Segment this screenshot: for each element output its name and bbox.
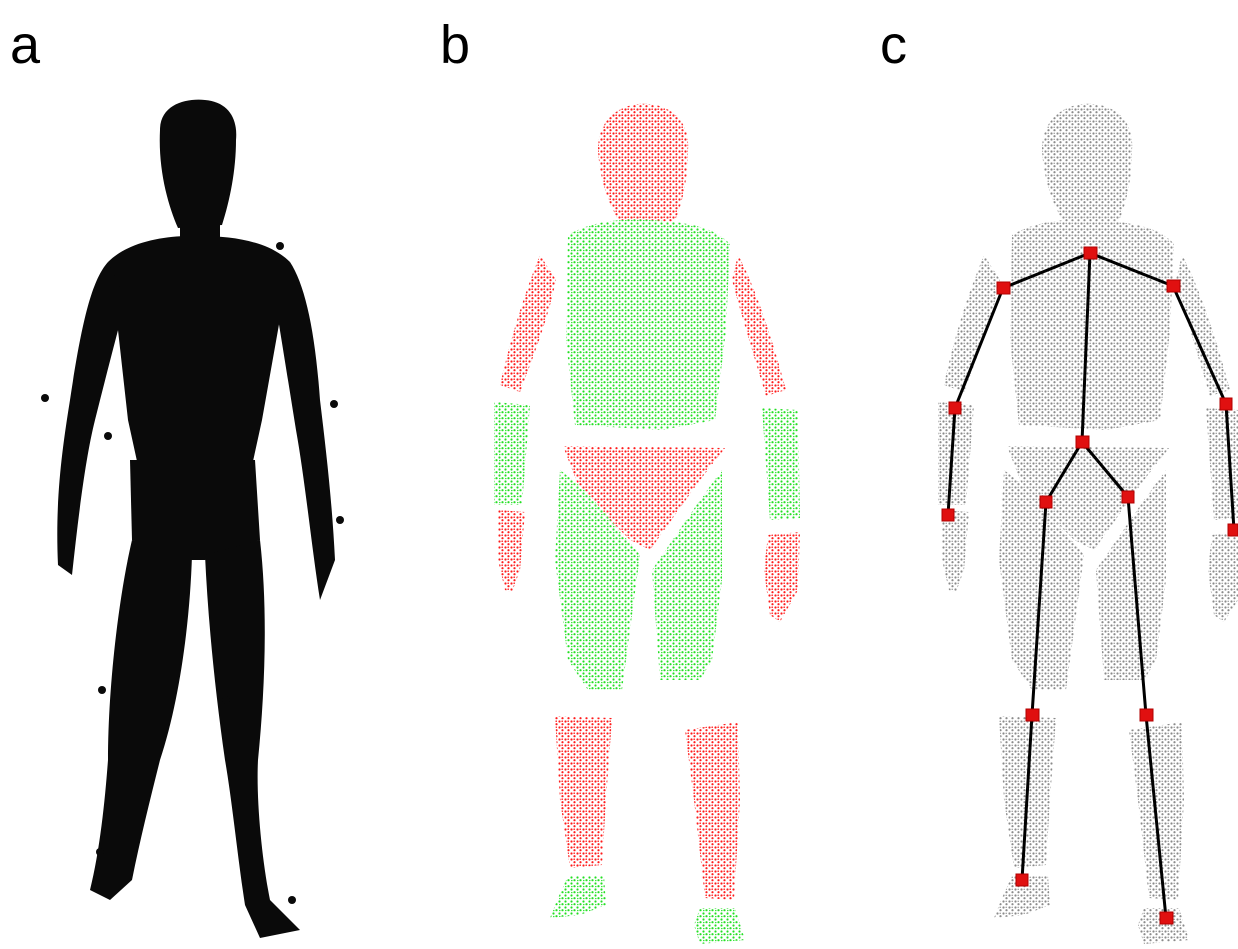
segment-right-foot — [694, 908, 745, 944]
grey-left-hand — [942, 510, 969, 592]
joint-left-knee — [1026, 709, 1039, 721]
grey-right-upper-arm — [1176, 255, 1230, 396]
joint-left-hip — [1040, 496, 1052, 508]
segment-torso — [566, 220, 730, 430]
scan-left-arm — [57, 262, 126, 575]
scan-left-leg — [90, 540, 192, 900]
joint-right-knee — [1140, 709, 1153, 721]
segment-right-upper-arm — [732, 255, 786, 396]
joint-neck — [1084, 247, 1097, 259]
scan-torso — [108, 236, 290, 475]
body-scan-panel-a — [41, 100, 344, 938]
joint-left-shoulder — [997, 282, 1010, 294]
scan-right-leg — [205, 540, 300, 938]
joint-right-elbow — [1220, 398, 1232, 410]
grey-left-forearm — [938, 402, 974, 505]
grey-left-upper-arm — [944, 255, 1000, 392]
segment-head — [598, 104, 688, 236]
segmented-cloud-panel-b — [494, 104, 800, 944]
segment-right-shank — [685, 722, 740, 900]
segment-left-hand — [498, 510, 525, 592]
joint-left-ankle — [1016, 874, 1028, 886]
segment-left-foot — [550, 876, 606, 918]
grey-head — [1042, 104, 1132, 236]
joint-left-wrist — [942, 509, 954, 521]
joint-right-shoulder — [1167, 280, 1180, 292]
skeleton-panel-c — [938, 104, 1238, 944]
joint-pelvis — [1076, 436, 1089, 448]
joint-left-elbow — [949, 402, 961, 414]
segment-left-shank — [555, 716, 612, 868]
scan-right-arm — [275, 262, 335, 600]
joint-right-wrist — [1228, 524, 1238, 536]
segment-left-upper-arm — [500, 255, 556, 392]
joint-right-ankle — [1160, 912, 1173, 924]
segment-right-hand — [764, 532, 800, 622]
segment-right-forearm — [762, 408, 800, 520]
grey-right-hand — [1208, 532, 1238, 622]
segment-left-forearm — [494, 402, 530, 505]
joint-right-hip — [1122, 491, 1134, 503]
scan-head — [160, 100, 237, 228]
